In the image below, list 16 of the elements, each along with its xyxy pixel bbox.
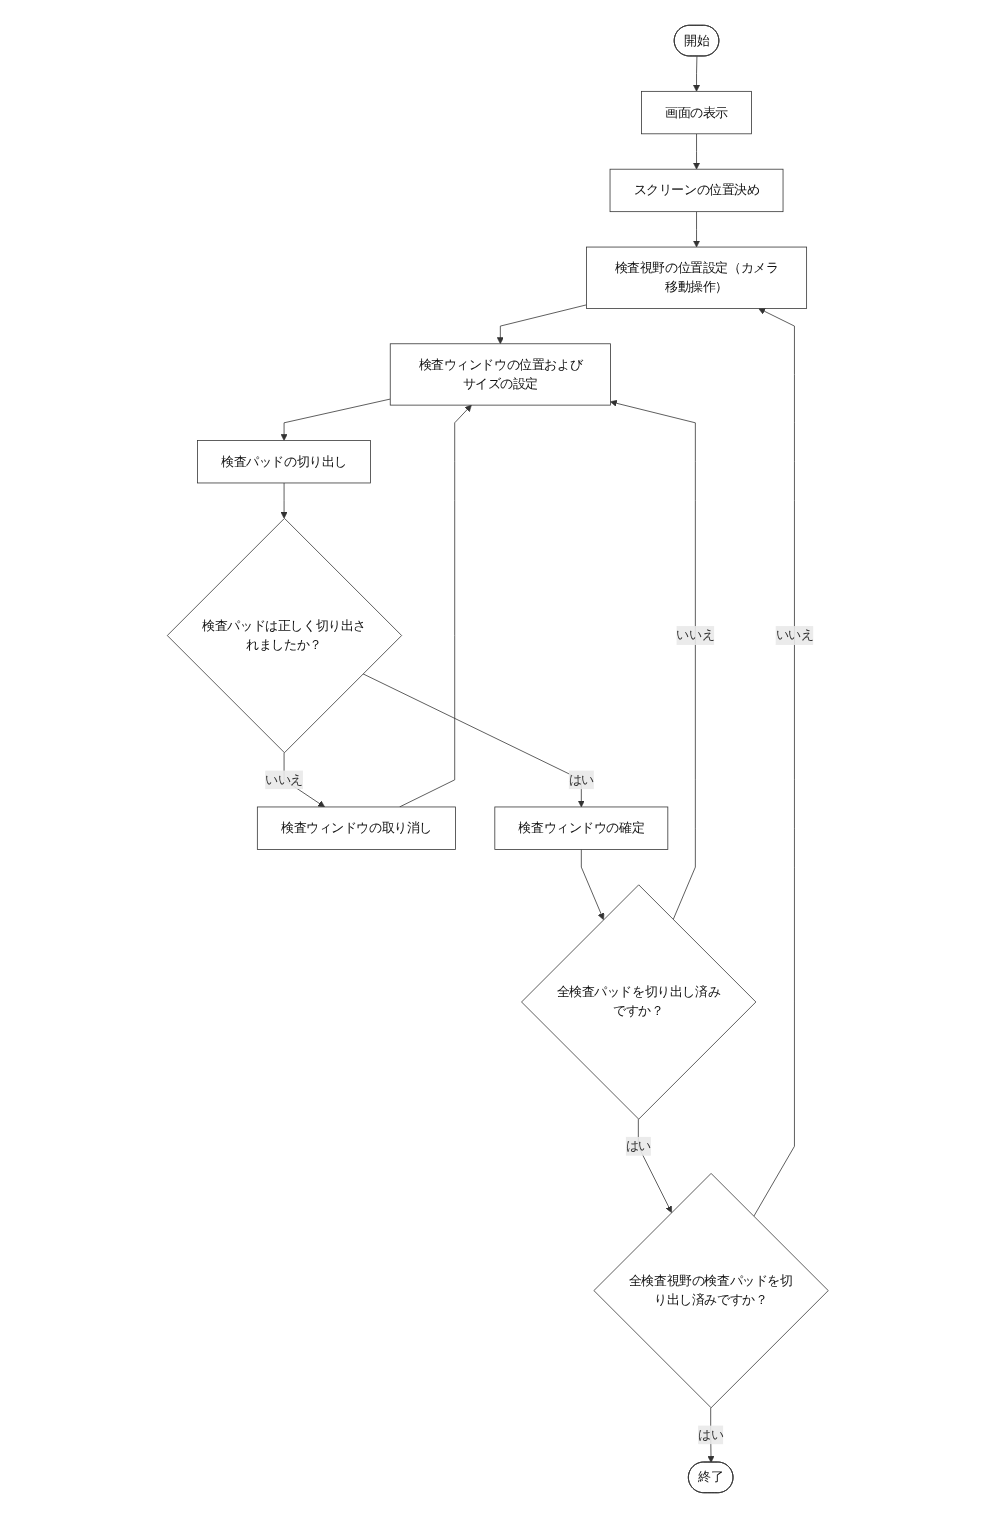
edge-label: はい xyxy=(698,1427,724,1442)
edge-label: はい xyxy=(568,771,595,787)
node-box: 検査ウィンドウの取り消し xyxy=(257,806,457,850)
node-diamond: 検査パッドは正しく切り出されましたか？ xyxy=(167,517,403,754)
node-diamond: 全検査視野の検査パッドを切り出し済みですか？ xyxy=(593,1173,829,1409)
node-box: 検査視野の位置設定（カメラ移動操作） xyxy=(586,246,808,309)
edge-label: いいえ xyxy=(265,771,304,787)
node-diamond: 全検査パッドを切り出し済みですか？ xyxy=(521,884,757,1120)
node-box: 検査ウィンドウの確定 xyxy=(494,806,669,850)
node-box: 画面の表示 xyxy=(641,90,753,135)
node-box: 検査パッドの切り出し xyxy=(197,440,372,484)
edge-label: いいえ xyxy=(775,627,814,643)
edge-label: はい xyxy=(625,1138,652,1154)
edge-label: いいえ xyxy=(676,627,715,643)
node-box: 検査ウィンドウの位置およびサイズの設定 xyxy=(390,343,612,406)
node-box: スクリーンの位置決め xyxy=(609,168,784,213)
